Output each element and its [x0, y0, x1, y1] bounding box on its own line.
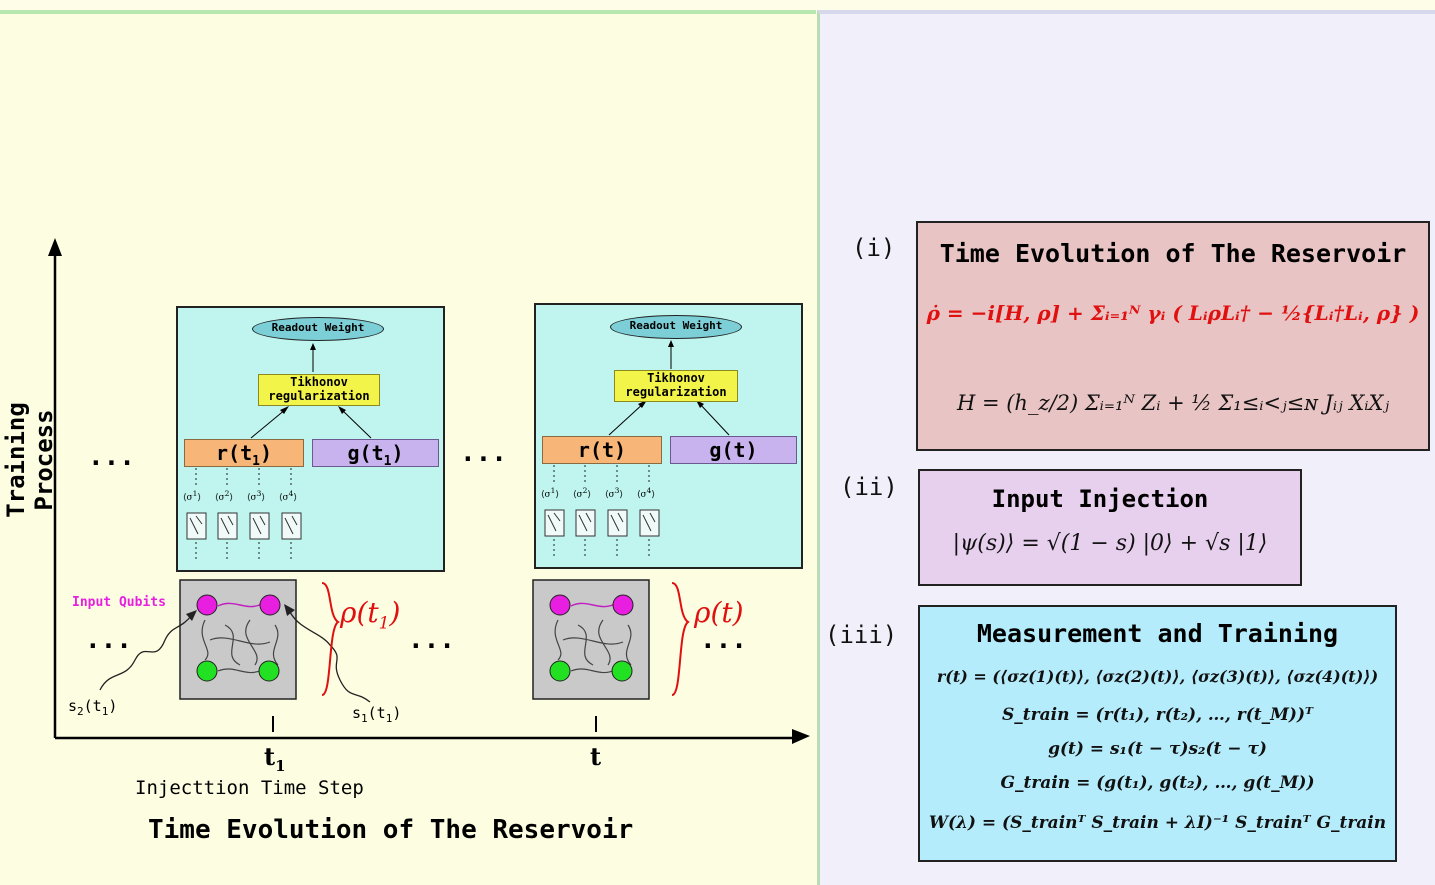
arrows-t [544, 340, 730, 559]
panel-iii-eq2: S_train = (r(t₁), r(t₂), …, r(t_M))ᵀ [1002, 705, 1313, 725]
qubit-box-t1 [179, 579, 297, 700]
brace-t [671, 582, 690, 696]
g-t-box: g(t) [670, 436, 797, 464]
panel-i-eq1: ρ̇ = −i[H, ρ] + Σᵢ₌₁ᴺ γᵢ ( LᵢρLᵢ† − ½{Lᵢ… [926, 301, 1420, 325]
input-qubit-2 [259, 594, 281, 616]
sigma-3-t1: ⟨σ3⟩ [247, 489, 265, 503]
bottom-title: Time Evolution of The Reservoir [148, 815, 634, 845]
s2-label: s2(t1) [68, 697, 118, 718]
sigma-4-t1: ⟨σ4⟩ [279, 489, 297, 503]
tikhonov-box-t: Tikhonov regularization [614, 370, 738, 402]
input-qubits-label: Input Qubits [72, 595, 166, 610]
wave-s2 [99, 614, 193, 691]
r-t-box: r(t) [542, 436, 662, 464]
input-qubit-2-t [612, 594, 634, 616]
panel-ii-eq: |ψ(s)⟩ = √(1 − s) |0⟩ + √s |1⟩ [952, 531, 1268, 556]
sigma-2-t1: ⟨σ2⟩ [215, 489, 233, 503]
reservoir-qubit-4 [258, 660, 280, 682]
panel-ii-box: Input Injection |ψ(s)⟩ = √(1 − s) |0⟩ + … [918, 469, 1302, 586]
rho-t1-label: ρ(t1) [340, 596, 401, 634]
panel-ii-label: (ii) [840, 473, 898, 501]
panel-iii-eq4: G_train = (g(t₁), g(t₂), …, g(t_M)) [1000, 773, 1315, 793]
panel-i-label: (i) [852, 234, 896, 262]
arrows-t1 [186, 343, 372, 562]
brace-t1 [321, 582, 340, 696]
tikhonov-line2: regularization [625, 385, 727, 399]
readout-weight-oval-t: Readout Weight [610, 315, 742, 339]
reservoir-qubit-3 [196, 660, 218, 682]
panel-iii-title: Measurement and Training [976, 619, 1339, 648]
sigma-1-t: ⟨σ1⟩ [541, 486, 559, 500]
s1-label: s1(t1) [352, 704, 402, 725]
tikhonov-line1: Tikhonov [647, 371, 705, 385]
tikhonov-line1: Tikhonov [290, 375, 348, 389]
x-tick-t1: t1 [264, 742, 286, 775]
panel-iii-eq1: r(t) = (⟨σz(1)(t)⟩, ⟨σz(2)(t)⟩, ⟨σz(3)(t… [936, 667, 1379, 686]
qubit-box-t [532, 579, 650, 700]
ellipsis-top-left: ... [88, 442, 135, 472]
panel-i-box: Time Evolution of The Reservoir ρ̇ = −i[… [916, 221, 1430, 451]
r-t1-box: r(t1) [184, 439, 304, 469]
panel-i-eq2: H = (h_z/2) Σᵢ₌₁ᴺ Zᵢ + ½ Σ₁≤ᵢ<ⱼ≤ɴ Jᵢⱼ Xᵢ… [956, 391, 1390, 415]
readout-weight-oval-t1: Readout Weight [252, 317, 384, 341]
x-axis-label: Injecttion Time Step [135, 777, 364, 799]
panel-ii-title: Input Injection [991, 485, 1209, 513]
wave-s1 [289, 611, 371, 703]
tikhonov-box-t1: Tikhonov regularization [258, 374, 380, 406]
ellipsis-bottom-middle: ... [408, 625, 455, 655]
ellipsis-bottom-left: ... [85, 625, 132, 655]
panel-iii-eq5: W(λ) = (S_trainᵀ S_train + λI)⁻¹ S_train… [928, 813, 1387, 833]
reservoir-qubit-4-t [611, 660, 633, 682]
panel-i-title: Time Evolution of The Reservoir [939, 239, 1407, 268]
tikhonov-line2: regularization [268, 389, 370, 403]
ellipsis-bottom-right: ... [700, 625, 747, 655]
panel-iii-label: (iii) [825, 621, 898, 649]
sigma-3-t: ⟨σ3⟩ [605, 486, 623, 500]
rho-t-label: ρ(t) [694, 596, 744, 629]
g-t1-box: g(t1) [312, 439, 439, 469]
input-qubit-1 [196, 594, 218, 616]
panel-iii-eq3: g(t) = s₁(t − τ)s₂(t − τ) [1048, 739, 1267, 759]
reservoir-qubit-3-t [549, 660, 571, 682]
sigma-4-t: ⟨σ4⟩ [637, 486, 655, 500]
sigma-1-t1: ⟨σ1⟩ [183, 489, 201, 503]
qubit-reservoirs [99, 579, 690, 703]
input-qubit-1-t [549, 594, 571, 616]
x-tick-t: t [590, 742, 602, 771]
ellipsis-top-middle: ... [460, 438, 507, 468]
axes [48, 238, 810, 744]
panel-iii-box: Measurement and Training r(t) = (⟨σz(1)(… [918, 605, 1397, 862]
sigma-2-t: ⟨σ2⟩ [573, 486, 591, 500]
